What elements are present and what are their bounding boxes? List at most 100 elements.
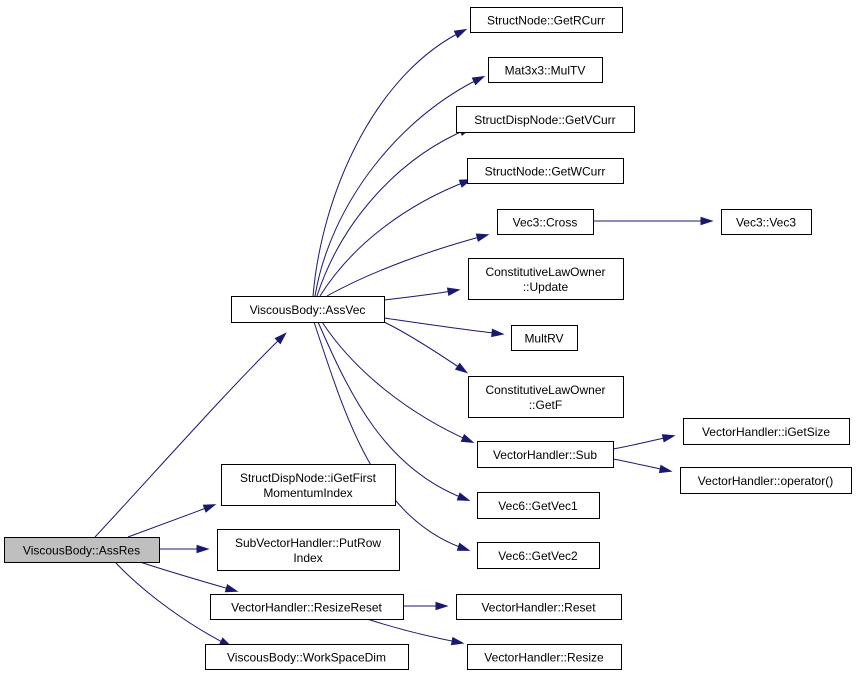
arrow-head bbox=[196, 544, 210, 554]
node-box bbox=[221, 464, 396, 506]
node-getf[interactable]: ConstitutiveLawOwner::GetF bbox=[468, 376, 624, 418]
node-sub[interactable]: VectorHandler::Sub bbox=[477, 441, 614, 468]
node-operator[interactable]: VectorHandler::operator() bbox=[680, 467, 852, 494]
edge-assvec-to-getf bbox=[383, 321, 469, 374]
node-label: StructNode::GetRCurr bbox=[487, 14, 605, 28]
call-graph-edges bbox=[94, 28, 714, 648]
node-box bbox=[210, 594, 404, 620]
node-box bbox=[217, 529, 400, 571]
node-label: VectorHandler::ResizeReset bbox=[231, 601, 382, 615]
edge-cross-to-vec3 bbox=[593, 216, 714, 226]
edge-resizereset-to-resize bbox=[366, 618, 465, 646]
arrow-head bbox=[491, 328, 505, 338]
node-box bbox=[205, 644, 409, 670]
node-box bbox=[231, 296, 385, 323]
node-label: ViscousBody::AssRes bbox=[23, 544, 140, 558]
node-multv[interactable]: Mat3x3::MulTV bbox=[488, 57, 603, 83]
arrow-head bbox=[661, 434, 676, 443]
edge-line bbox=[314, 76, 484, 297]
node-box bbox=[456, 594, 622, 620]
call-graph-nodes: ViscousBody::AssResViscousBody::AssVecSt… bbox=[4, 7, 852, 670]
arrow-head bbox=[450, 636, 465, 646]
edge-assvec-to-getwcurr bbox=[319, 179, 473, 297]
edge-assvec-to-update bbox=[383, 287, 461, 301]
node-label: MomentumIndex bbox=[263, 486, 352, 500]
edge-assvec-to-multrv bbox=[383, 317, 505, 338]
edge-resizereset-to-reset bbox=[403, 601, 449, 611]
node-label: Vec3::Cross bbox=[513, 216, 578, 230]
arrow-head bbox=[456, 542, 471, 551]
arrow-head bbox=[274, 332, 287, 345]
edge-assvec-to-cross bbox=[326, 233, 490, 297]
node-multrv[interactable]: MultRV bbox=[511, 325, 578, 351]
node-box bbox=[477, 492, 600, 519]
node-label: ViscousBody::WorkSpaceDim bbox=[227, 651, 386, 665]
node-box bbox=[468, 258, 624, 300]
node-getwcurr[interactable]: StructNode::GetWCurr bbox=[467, 158, 624, 184]
edge-line bbox=[383, 321, 467, 373]
arrow-head bbox=[224, 583, 239, 593]
arrow-head bbox=[202, 504, 217, 513]
node-assres[interactable]: ViscousBody::AssRes bbox=[4, 537, 160, 563]
edge-assvec-to-multv bbox=[314, 75, 486, 297]
edge-line bbox=[127, 504, 215, 538]
node-update[interactable]: ConstitutiveLawOwner::Update bbox=[468, 258, 624, 300]
node-getrcurr[interactable]: StructNode::GetRCurr bbox=[470, 7, 623, 33]
edge-assvec-to-sub bbox=[321, 321, 475, 444]
edge-line bbox=[114, 561, 231, 647]
edge-line bbox=[312, 29, 466, 297]
edge-line bbox=[317, 321, 469, 501]
edge-assres-to-putrow bbox=[159, 544, 210, 554]
edge-line bbox=[383, 289, 459, 301]
node-reset[interactable]: VectorHandler::Reset bbox=[456, 594, 622, 620]
edge-line bbox=[319, 179, 471, 297]
node-label: VectorHandler::Reset bbox=[481, 601, 596, 615]
edge-line bbox=[94, 333, 286, 538]
node-resize[interactable]: VectorHandler::Resize bbox=[467, 644, 622, 670]
node-label: VectorHandler::operator() bbox=[698, 474, 833, 488]
arrow-head bbox=[454, 362, 469, 374]
node-label: VectorHandler::Resize bbox=[484, 651, 604, 665]
node-cross[interactable]: Vec3::Cross bbox=[497, 209, 594, 235]
edge-assvec-to-getvec2 bbox=[313, 321, 471, 551]
edge-sub-to-operator bbox=[612, 458, 673, 474]
node-box bbox=[456, 106, 635, 133]
arrow-head bbox=[700, 216, 714, 226]
arrow-head bbox=[460, 433, 475, 444]
node-getvcurr[interactable]: StructDispNode::GetVCurr bbox=[456, 106, 635, 133]
node-box bbox=[683, 418, 850, 445]
arrow-head bbox=[453, 28, 468, 39]
node-resizereset[interactable]: VectorHandler::ResizeReset bbox=[210, 594, 404, 620]
node-workspacedim[interactable]: ViscousBody::WorkSpaceDim bbox=[205, 644, 409, 670]
edge-line bbox=[321, 321, 473, 443]
node-label: SubVectorHandler::PutRow bbox=[235, 536, 381, 550]
node-assvec[interactable]: ViscousBody::AssVec bbox=[231, 296, 385, 323]
arrow-head bbox=[446, 287, 461, 296]
node-box bbox=[4, 537, 160, 563]
node-label: Vec6::GetVec2 bbox=[498, 549, 578, 563]
edge-line bbox=[383, 317, 503, 335]
node-label: StructDispNode::GetVCurr bbox=[474, 113, 615, 127]
edge-sub-to-igetsize bbox=[612, 434, 676, 450]
node-getvec2[interactable]: Vec6::GetVec2 bbox=[477, 542, 600, 569]
node-box bbox=[467, 158, 624, 184]
arrow-head bbox=[435, 601, 449, 611]
node-label: ViscousBody::AssVec bbox=[250, 303, 366, 317]
node-label: Index bbox=[293, 551, 322, 565]
node-label: ConstitutiveLawOwner bbox=[485, 383, 605, 397]
edge-line bbox=[326, 234, 488, 297]
node-label: Vec3::Vec3 bbox=[736, 216, 796, 230]
edge-line bbox=[313, 321, 469, 551]
node-label: Vec6::GetVec1 bbox=[498, 499, 578, 513]
node-vec3[interactable]: Vec3::Vec3 bbox=[721, 209, 812, 235]
node-igetsize[interactable]: VectorHandler::iGetSize bbox=[683, 418, 850, 445]
node-getvec1[interactable]: Vec6::GetVec1 bbox=[477, 492, 600, 519]
node-label: Mat3x3::MulTV bbox=[505, 64, 586, 78]
arrow-head bbox=[456, 492, 471, 501]
node-box bbox=[680, 467, 852, 494]
node-box bbox=[477, 441, 614, 468]
edge-assres-to-assvec bbox=[94, 332, 287, 538]
